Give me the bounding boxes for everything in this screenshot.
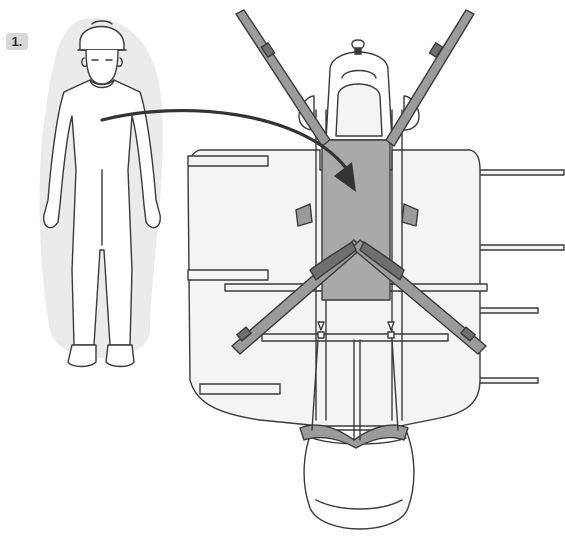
right-shoulder-strap — [385, 9, 475, 147]
stretcher — [187, 9, 565, 530]
placement-target-area — [321, 139, 391, 301]
lifting-hook-icon — [351, 39, 365, 49]
helmet-icon — [79, 25, 125, 51]
step-number-badge: 1. — [6, 33, 28, 50]
person-figure — [39, 18, 163, 368]
left-shoulder-strap — [235, 9, 331, 147]
placement-arrow — [100, 108, 356, 192]
person-left-shoe — [67, 344, 97, 368]
person-head — [85, 49, 119, 85]
stretcher-foot-bag — [303, 429, 415, 530]
arrowhead-icon — [334, 162, 356, 192]
person-right-shoe — [105, 344, 135, 368]
